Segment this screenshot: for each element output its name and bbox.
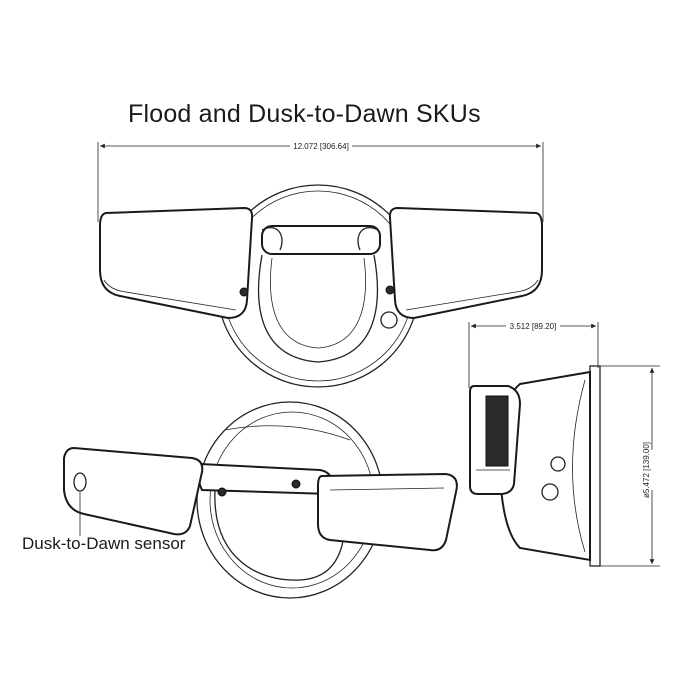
front-lamp-head-right-edge bbox=[405, 279, 539, 311]
front-view: 12.072 [306.64] bbox=[97, 142, 544, 388]
perspective-view bbox=[63, 401, 458, 599]
side-screw-upper bbox=[550, 456, 566, 472]
front-knuckle-left bbox=[261, 227, 283, 251]
sensor-callout-label: Dusk-to-Dawn sensor bbox=[22, 534, 186, 553]
persp-lamp-head-right bbox=[317, 472, 458, 552]
front-lamp-head-left-edge bbox=[103, 279, 237, 311]
side-base-plate bbox=[589, 365, 601, 567]
persp-lamp-head-right-edge bbox=[329, 487, 445, 491]
front-knuckle-right bbox=[357, 227, 379, 251]
front-screw-right bbox=[385, 285, 395, 295]
side-sensor bbox=[541, 483, 559, 501]
side-housing-contour bbox=[572, 379, 586, 553]
persp-plate-rim bbox=[224, 425, 351, 441]
front-lamp-head-left bbox=[99, 206, 254, 320]
diameter-dimension-text: ø5.472 [139.00] bbox=[642, 442, 651, 498]
persp-dusk-to-dawn-sensor bbox=[73, 472, 87, 492]
persp-screw-center bbox=[291, 479, 301, 489]
persp-lamp-head-left bbox=[63, 446, 204, 536]
width-dimension-text: 12.072 [306.64] bbox=[293, 142, 349, 151]
front-lamp-head-right bbox=[388, 206, 543, 320]
side-lamp-face bbox=[485, 395, 509, 467]
front-screw-left bbox=[239, 287, 249, 297]
depth-dimension-text: 3.512 [89.20] bbox=[510, 322, 557, 331]
diagram-title: Flood and Dusk-to-Dawn SKUs bbox=[128, 100, 481, 128]
front-sensor bbox=[380, 311, 398, 329]
persp-screw-left bbox=[217, 487, 227, 497]
front-crossbar bbox=[261, 225, 381, 255]
side-view: 3.512 [89.20] ø5.472 [139.00] bbox=[468, 322, 660, 567]
front-arm-loop-outer bbox=[257, 254, 379, 363]
front-arm-loop-inner bbox=[270, 257, 366, 349]
